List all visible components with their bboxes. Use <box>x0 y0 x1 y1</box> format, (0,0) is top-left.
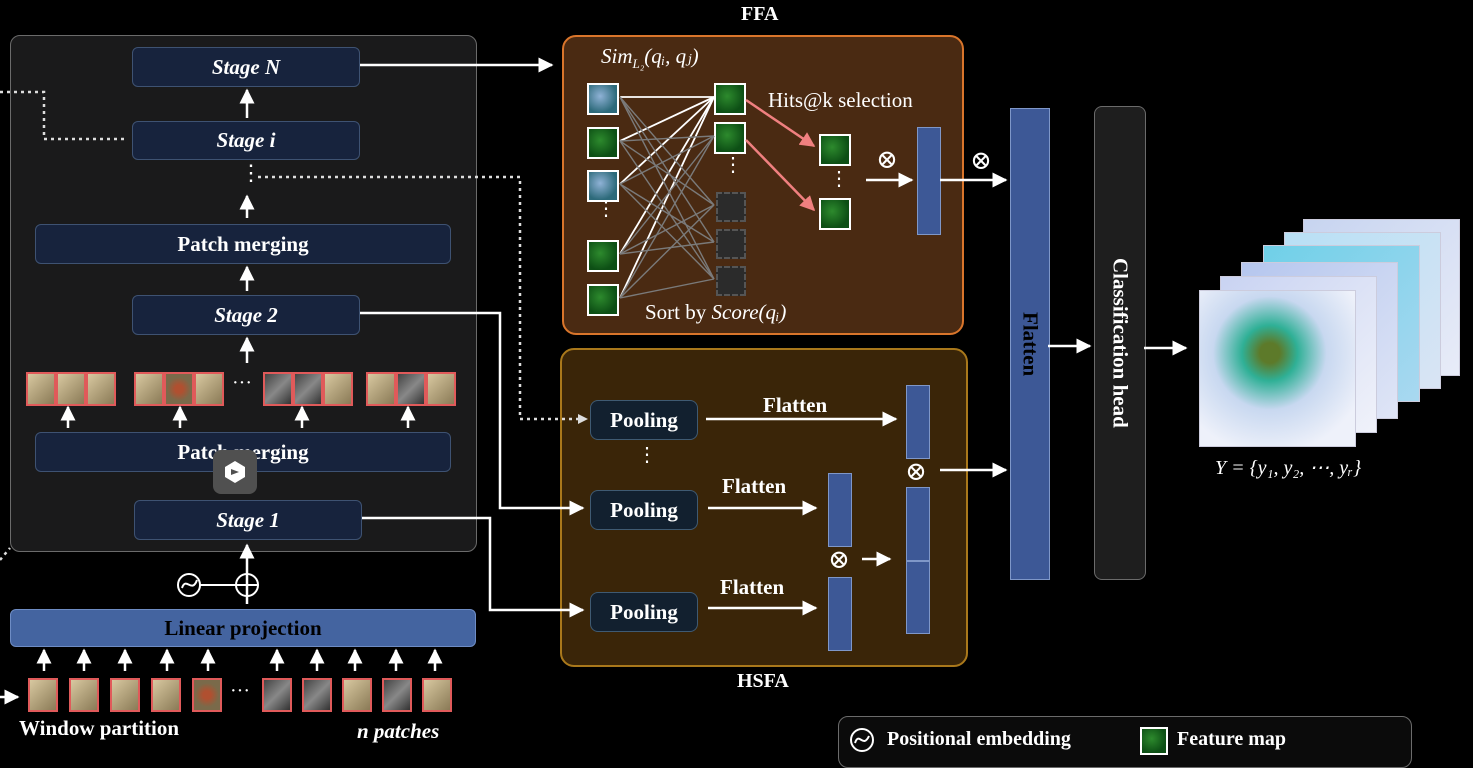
classification-head-bar: Classification head <box>1094 106 1146 580</box>
ffa-left-vdots: ⋮ <box>596 198 616 220</box>
hsfa-pooling-middle: Pooling <box>590 490 698 530</box>
flatten-main-bar: Flatten <box>1010 108 1050 580</box>
stage-1-box: Stage 1 <box>134 500 362 540</box>
ffa-hits-label: Hits@k selection <box>768 88 913 112</box>
ffa-otimes-outer: ⊗ <box>970 146 992 175</box>
hsfa-pooling-bottom: Pooling <box>590 592 698 632</box>
hsfa-title: HSFA <box>737 670 789 692</box>
ffa-title: FFA <box>741 3 779 25</box>
hsfa-pool-vdots: ⋮ <box>637 444 657 466</box>
ffa-panel <box>562 35 964 335</box>
stage-i-box: Stage i <box>132 121 360 160</box>
hsfa-otimes-right: ⊗ <box>905 457 927 486</box>
input-patches-ellipsis: ··· <box>230 680 250 702</box>
stage-2-box: Stage 2 <box>132 295 360 335</box>
app-logo-icon <box>213 450 257 494</box>
hsfa-flatten-top: Flatten <box>763 393 828 417</box>
ffa-sim-label: SimL₂(qᵢ, qⱼ) <box>601 44 699 72</box>
stage-n-box: Stage N <box>132 47 360 87</box>
stage-vdots: ⋮ <box>240 160 262 185</box>
ffa-mid-vdots: ⋮ <box>723 154 743 176</box>
output-label: Y = {y₁, y₂, ⋯, yᵣ} <box>1215 457 1362 479</box>
patch-merging-upper-box: Patch merging <box>35 224 451 264</box>
n-patches-label: n patches <box>357 719 440 743</box>
hsfa-bar-mid-top <box>828 473 852 547</box>
linear-projection-box: Linear projection <box>10 609 476 647</box>
patch-strip-ellipsis: ··· <box>232 372 252 394</box>
connectors-layer <box>0 57 1188 705</box>
hsfa-bar-divider <box>906 560 930 562</box>
ffa-otimes-inner: ⊗ <box>876 145 898 174</box>
hsfa-bar-mid-bottom <box>828 577 852 651</box>
hsfa-otimes-mid: ⊗ <box>828 545 850 574</box>
hsfa-bar-right-top <box>906 385 930 459</box>
legend-positional-embedding: Positional embedding <box>887 728 1071 750</box>
ffa-sort-label: Sort by Score(qᵢ) <box>645 300 787 324</box>
ffa-right-vdots: ⋮ <box>829 168 849 190</box>
hsfa-flatten-middle: Flatten <box>722 474 787 498</box>
hsfa-flatten-bottom: Flatten <box>720 575 785 599</box>
legend-feature-map: Feature map <box>1177 728 1287 750</box>
ffa-output-bar <box>917 127 941 235</box>
window-partition-label: Window partition <box>19 716 180 740</box>
hsfa-pooling-top: Pooling <box>590 400 698 440</box>
